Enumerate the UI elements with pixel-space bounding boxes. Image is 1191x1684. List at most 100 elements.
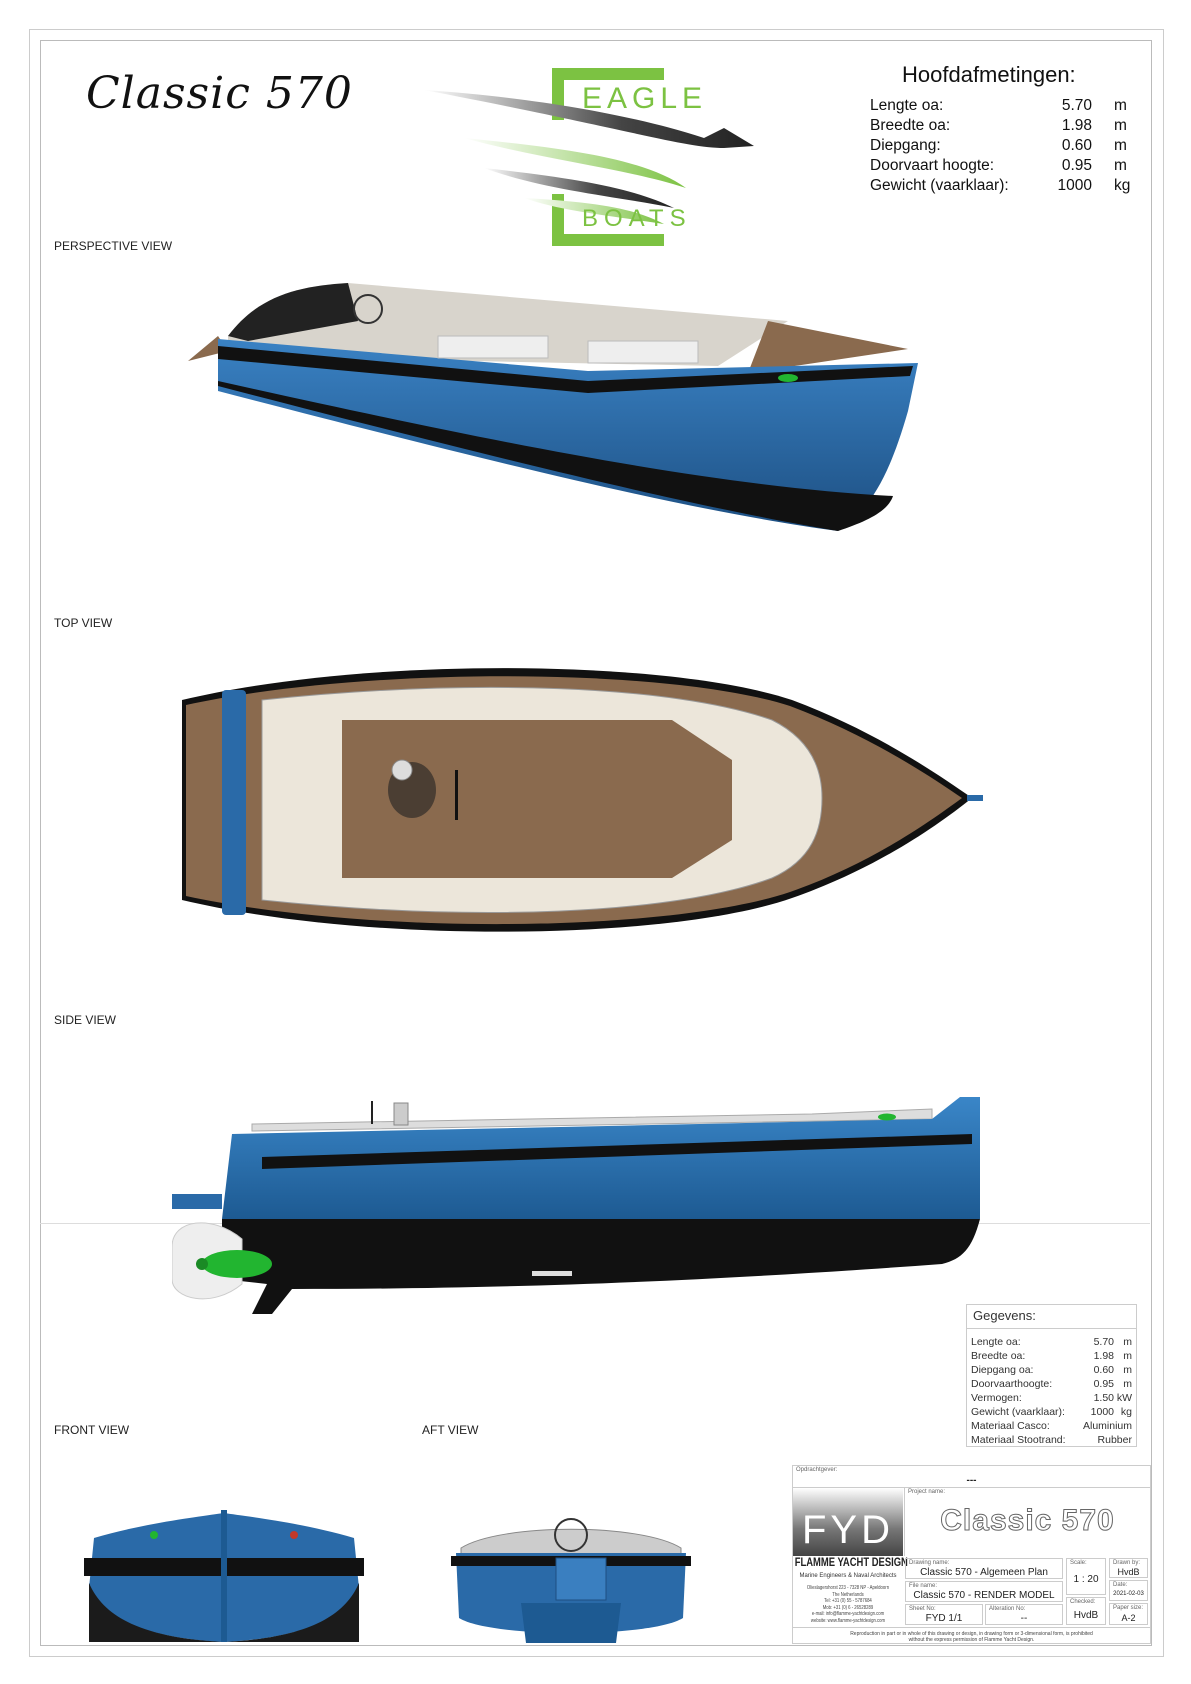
spec-value: Rubber [1097, 1434, 1132, 1446]
specifications-heading: Gegevens: [967, 1305, 1136, 1329]
date-value: 2021-02-03 [1113, 1591, 1144, 1597]
project-cell: Project name: Classic 570 [904, 1488, 1150, 1556]
perspective-view-render [188, 281, 988, 551]
main-dimensions: Hoofdafmetingen: Lengte oa: 5.70 m Breedte … [870, 62, 1142, 196]
eagle-boats-logo: EAGLE BOATS [424, 68, 774, 246]
disclaimer-line-2: without the express permission of Flamme… [908, 1637, 1035, 1643]
spec-row: Gewicht (vaarklaar): 1000 kg [967, 1405, 1136, 1419]
dimension-value: 0.60 [1061, 137, 1092, 154]
main-dimensions-heading: Hoofdafmetingen: [902, 62, 1076, 87]
project-name: Classic 570 [940, 1504, 1115, 1538]
logo-text-boats: BOATS [582, 205, 692, 232]
label-side-view: SIDE VIEW [54, 1013, 117, 1027]
address-line: Tel: +31 (0) 55 - 5787684 [824, 1598, 872, 1604]
spec-label: Lengte oa: [971, 1336, 1021, 1348]
spec-unit: kW [1116, 1392, 1132, 1404]
client-value: --- [966, 1475, 977, 1486]
dimension-row: Doorvaart hoogte: 0.95 m [870, 156, 1142, 176]
spec-label: Vermogen: [971, 1392, 1022, 1404]
sheet-number: FYD 1/1 [925, 1613, 963, 1624]
spec-unit: kg [1120, 1406, 1132, 1418]
address-line: e-mail: info@flamme-yachtdesign.com [811, 1611, 885, 1617]
dimension-unit: m [1114, 117, 1127, 134]
client-cell: Opdrachtgever: --- [793, 1466, 1150, 1488]
spec-value: 1.98 [1093, 1350, 1114, 1362]
label-perspective-view: PERSPECTIVE VIEW [54, 239, 173, 253]
dimension-row: Diepgang: 0.60 m [870, 136, 1142, 156]
company-subtitle: Marine Engineers & Naval Architects [799, 1572, 897, 1579]
dimension-label: Diepgang: [870, 137, 941, 154]
address-line: Mob: +31 (0) 6 - 26528289 [822, 1604, 874, 1611]
address-line: The Netherlands [832, 1591, 864, 1598]
spec-row: Materiaal Stootrand: Rubber [967, 1433, 1136, 1447]
label-front-view: FRONT VIEW [54, 1423, 130, 1437]
file-name: Classic 570 - RENDER MODEL [913, 1590, 1055, 1601]
drawing-name: Classic 570 - Algemeen Plan [920, 1567, 1048, 1578]
side-view-render [171, 1089, 982, 1319]
fyd-logo-cell: FYD [793, 1488, 903, 1556]
date-label: Date: [1113, 1582, 1128, 1588]
drawn-by-label: Drawn by: [1113, 1560, 1141, 1566]
paper-size-label: Paper size: [1113, 1605, 1144, 1611]
dimension-unit: m [1114, 157, 1127, 174]
client-label: Opdrachtgever: [796, 1467, 838, 1473]
title-block: Opdrachtgever: --- FYD FLAMME YACHT DESI… [792, 1465, 1151, 1644]
dimension-label: Lengte oa: [870, 97, 944, 114]
spec-unit: m [1123, 1378, 1132, 1390]
project-label: Project name: [908, 1489, 946, 1495]
top-view-render [172, 660, 987, 950]
drawing-name-cell: Drawing name:Classic 570 - Algemeen Plan [905, 1558, 1063, 1579]
dimension-value: 1000 [1057, 177, 1092, 194]
dimension-label: Doorvaart hoogte: [870, 157, 995, 174]
spec-value: 5.70 [1093, 1336, 1114, 1348]
drawn-by-value: HvdB [1117, 1567, 1140, 1577]
dimension-label: Breedte oa: [870, 117, 951, 134]
disclaimer: Reproduction in part or in whole of this… [793, 1627, 1150, 1643]
dimension-unit: kg [1114, 177, 1131, 194]
drawing-title: Classic 570 [86, 68, 353, 119]
disclaimer-line-1: Reproduction in part or in whole of this… [850, 1631, 1093, 1637]
checked-value: HvdB [1073, 1610, 1099, 1621]
checked-label: Checked: [1070, 1599, 1096, 1605]
spec-value: 1.50 [1093, 1392, 1114, 1404]
alteration-label: Alteration No: [989, 1606, 1026, 1612]
spec-label: Doorvaarthoogte: [971, 1378, 1053, 1390]
dimension-value: 0.95 [1061, 157, 1092, 174]
alteration-cell: Alteration No:-- [985, 1604, 1063, 1625]
spec-value: 1000 [1090, 1406, 1114, 1418]
alteration-number: -- [1020, 1613, 1028, 1624]
logo-text-eagle: EAGLE [582, 82, 707, 115]
address-line: Olieslagershorst 223 - 7328 NP - Apeldoo… [806, 1585, 890, 1591]
dimension-label: Gewicht (vaarklaar): [870, 177, 1009, 194]
sheet-cell: Sheet No:FYD 1/1 [905, 1604, 983, 1625]
spec-unit: m [1123, 1336, 1132, 1348]
scale-value: 1 : 20 [1073, 1574, 1099, 1585]
spec-value: 0.95 [1093, 1378, 1114, 1390]
sheet-border-inner [40, 40, 1152, 1646]
company-address: Olieslagershorst 223 - 7328 NP - Apeldoo… [793, 1585, 904, 1624]
spec-row: Lengte oa: 5.70 m [967, 1335, 1136, 1349]
spec-value: 0.60 [1093, 1364, 1114, 1376]
dimension-unit: m [1114, 137, 1127, 154]
scale-cell: Scale:1 : 20 [1066, 1558, 1106, 1595]
dimension-value: 1.98 [1061, 117, 1092, 134]
aft-view-render [451, 1508, 691, 1648]
company-name: FLAMME YACHT DESIGN [794, 1557, 908, 1569]
spec-label: Breedte oa: [971, 1350, 1026, 1362]
spec-unit: m [1123, 1364, 1132, 1376]
paper-size-cell: Paper size: A-2 [1109, 1603, 1148, 1625]
spec-label: Gewicht (vaarklaar): [971, 1406, 1065, 1418]
sheet-label: Sheet No: [909, 1606, 936, 1612]
sheet-border-outer [29, 29, 1164, 1657]
spec-label: Materiaal Casco: [971, 1420, 1050, 1432]
label-aft-view: AFT VIEW [422, 1423, 479, 1437]
spec-label: Materiaal Stootrand: [971, 1434, 1066, 1446]
paper-size-value: A-2 [1121, 1613, 1136, 1623]
file-name-cell: File name:Classic 570 - RENDER MODEL [905, 1581, 1063, 1602]
dimension-value: 5.70 [1061, 97, 1092, 114]
